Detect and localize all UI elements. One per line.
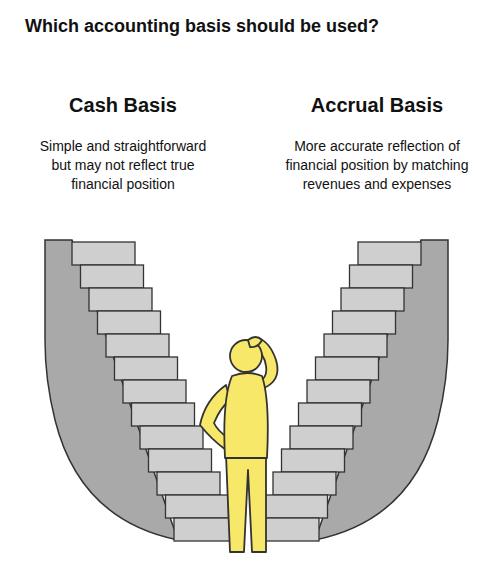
stair-step xyxy=(115,357,178,380)
stair-step xyxy=(106,334,169,357)
stair-step xyxy=(174,518,237,541)
stair-step xyxy=(132,403,195,426)
stair-step xyxy=(166,495,229,518)
stair-step xyxy=(140,426,203,449)
stair-step xyxy=(273,472,336,495)
stair-step xyxy=(123,380,186,403)
stair-step xyxy=(81,265,144,288)
person-legs xyxy=(226,455,266,552)
stair-step xyxy=(265,495,328,518)
stair-step xyxy=(149,449,212,472)
option-description: More accurate reflection of financial po… xyxy=(277,137,477,194)
stair-step xyxy=(316,357,379,380)
stair-step xyxy=(333,311,396,334)
stair-step xyxy=(98,311,161,334)
option-heading: Accrual Basis xyxy=(270,94,484,117)
stair-step xyxy=(157,472,220,495)
stair-step xyxy=(341,288,404,311)
stair-step xyxy=(358,242,421,265)
person-torso xyxy=(224,373,268,458)
option-description: Simple and straightforward but may not r… xyxy=(38,137,208,194)
stair-step xyxy=(324,334,387,357)
stair-step xyxy=(350,265,413,288)
stair-step xyxy=(282,449,345,472)
option-heading: Cash Basis xyxy=(18,94,228,117)
stair-step xyxy=(299,403,362,426)
person-hand xyxy=(248,337,262,347)
diagram-title: Which accounting basis should be used? xyxy=(8,16,485,37)
stair-step xyxy=(89,288,152,311)
stair-step xyxy=(72,242,135,265)
thinking-person xyxy=(200,337,278,552)
stair-step xyxy=(307,380,370,403)
stair-step xyxy=(290,426,353,449)
